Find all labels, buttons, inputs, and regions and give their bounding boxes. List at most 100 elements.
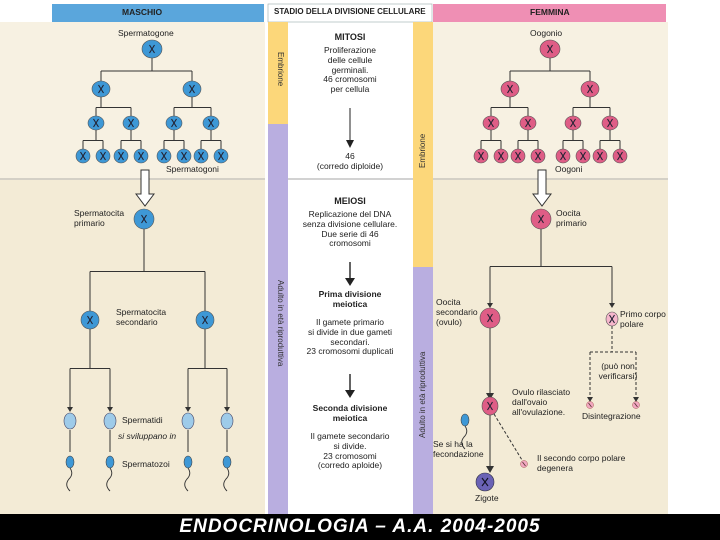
arrow-head (345, 390, 355, 398)
chromosome (515, 151, 521, 161)
chromosome (80, 151, 86, 161)
arrow-head (224, 407, 230, 412)
embryo-bar-right (413, 22, 433, 267)
chromosome (588, 402, 592, 408)
chromosome (535, 151, 541, 161)
embryo-bar-left (268, 22, 288, 124)
sperm-head (183, 455, 193, 469)
adult-bar-left (268, 124, 288, 514)
label-disintegrazione: Disintegrazione (582, 411, 641, 421)
label-spermatogone: Spermatogone (118, 28, 174, 38)
prima-title: Prima divisione meiotica (318, 289, 382, 309)
chromosome (93, 118, 99, 128)
sperm-head (65, 455, 75, 469)
diagram-art (0, 3, 668, 514)
chromosome (128, 118, 134, 128)
chromosome (171, 118, 177, 128)
chromosome (149, 44, 155, 54)
label-puo-non: (può non verificarsi) (598, 361, 638, 381)
mitosi-title: MITOSI (334, 32, 366, 42)
label-zigote: Zigote (475, 493, 499, 503)
meiosi-text: Replicazione del DNA senza divisione cel… (302, 209, 398, 249)
chromosome (580, 151, 586, 161)
label-spermatocita-primario: Spermatocita primario (74, 208, 125, 228)
adult-label-left: Adulto in età riproduttiva (276, 280, 285, 367)
footer-banner: ENDOCRINOLOGIA – A.A. 2004-2005 (0, 514, 720, 540)
chromosome (570, 118, 576, 128)
label-oogoni: Oogoni (555, 164, 583, 174)
sperm-tail (66, 467, 73, 492)
chromosome (488, 118, 494, 128)
cell-spermatide (63, 412, 77, 430)
chromosome (478, 151, 484, 161)
chromosome (202, 315, 208, 325)
chromosome (87, 315, 93, 325)
chromosome (138, 151, 144, 161)
meiosi-title: MEIOSI (334, 196, 366, 206)
arrow-head (486, 393, 494, 400)
seconda-title: Seconda divisione meiotica (312, 403, 388, 423)
chromosome (487, 401, 493, 411)
chromosome (609, 314, 615, 324)
label-se-si-ha: Se si ha la fecondazione (433, 439, 484, 459)
adult-bar-right (413, 267, 433, 514)
male-header-bar (52, 4, 264, 22)
female-header: FEMMINA (530, 7, 570, 17)
label-oocita-primario: Oocita primario (556, 208, 587, 228)
chromosome (522, 461, 526, 467)
stage-header-bar (267, 3, 433, 23)
label-spermatogoni: Spermatogoni (166, 164, 219, 174)
male-header: MASCHIO (122, 7, 163, 17)
chromosome (218, 151, 224, 161)
arrow-head (609, 303, 615, 308)
chromosome (507, 84, 513, 94)
sperm-tail (106, 467, 113, 492)
diploid-text: 46 (corredo diploide) (316, 151, 384, 171)
label-oocita-secondario: Oocita secondario (ovulo) (436, 297, 478, 327)
chromosome (587, 84, 593, 94)
sperm-head (222, 455, 232, 469)
chromosome (161, 151, 167, 161)
label-spermatidi: Spermatidi (122, 415, 163, 425)
lineage-trees (63, 39, 640, 492)
female-lower-shade (433, 180, 668, 514)
label-spermatocita-secondario: Spermatocita secondario (116, 307, 167, 327)
label-spermatozoi: Spermatozoi (122, 459, 170, 469)
chromosome (208, 118, 214, 128)
chromosome (198, 151, 204, 161)
chromosome (597, 151, 603, 161)
chromosome (538, 214, 544, 224)
arrow-head (67, 407, 73, 412)
label-secondo-corpo: Il secondo corpo polare degenera (537, 453, 626, 473)
stage-header: STADIO DELLA DIVISIONE CELLULARE (274, 7, 426, 16)
chromosome (100, 151, 106, 161)
arrow-head (346, 140, 354, 148)
sperm-tail (223, 467, 230, 492)
arrow-head (185, 407, 191, 412)
chromosome (634, 402, 638, 408)
chromosome (547, 44, 553, 54)
connector-line (493, 413, 523, 461)
adult-label-right: Adulto in età riproduttiva (418, 351, 427, 438)
chromosome (607, 118, 613, 128)
sperm-tail (461, 425, 468, 450)
seconda-text: Il gamete secondario si divide. 23 cromo… (310, 431, 390, 471)
label-primo-corpo: Primo corpo polare (620, 309, 666, 329)
prima-text: Il gamete primario si divide in due game… (306, 317, 394, 357)
chromosome (525, 118, 531, 128)
chromosome (487, 313, 493, 323)
mitosi-text: Proliferazione delle cellule germinali. … (323, 45, 377, 95)
female-header-bar (433, 4, 666, 22)
chromosome (498, 151, 504, 161)
hollow-arrow (532, 169, 552, 207)
hollow-arrow (135, 169, 155, 207)
label-oogonio: Oogonio (530, 28, 563, 38)
sperm-head (460, 413, 470, 427)
chromosome (118, 151, 124, 161)
male-lower-shade (0, 180, 265, 514)
chromosome (617, 151, 623, 161)
chromosome (141, 214, 147, 224)
arrow-head (486, 466, 494, 473)
chromosome (481, 477, 489, 487)
